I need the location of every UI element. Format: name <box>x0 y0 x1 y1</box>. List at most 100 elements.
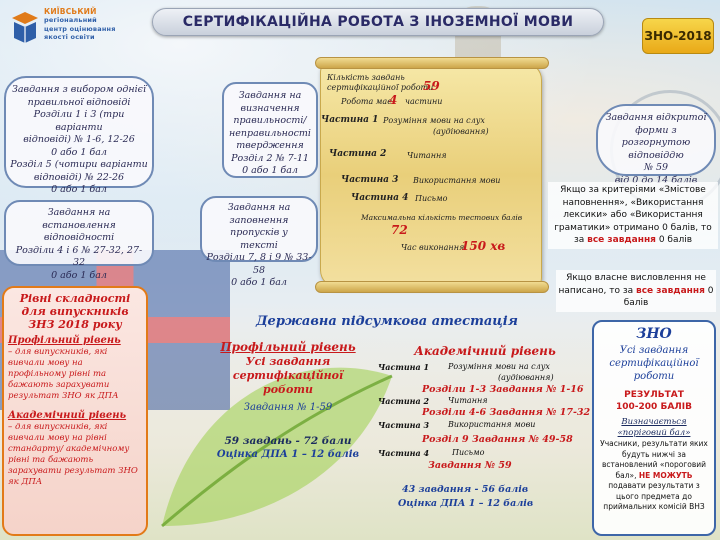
callout-line: Завдання на встановлення <box>42 207 116 231</box>
callout-line: Розділ 2 № 7-11 <box>231 152 309 164</box>
callout-line: відповіддю <box>628 149 684 161</box>
academic-sections-3: Розділ 9 Завдання № 49-58 <box>422 434 573 445</box>
callout-line: правильності/ <box>233 115 307 126</box>
part-1-sub: (аудіювання) <box>433 127 489 136</box>
zno-sub: сертифікаційної роботи <box>609 358 699 382</box>
part-1-desc: Розуміння мови на слух <box>383 116 485 125</box>
tasks-label: Кількість завдань <box>327 73 405 82</box>
part-4-desc: Письмо <box>415 194 448 203</box>
max-score-label: Максимальна кількість тестових балів <box>361 213 523 222</box>
zno-note-highlight: НЕ МОЖУТЬ <box>638 470 693 480</box>
not-written-note-score: 0 балів <box>623 285 714 309</box>
callout-line: визначення <box>240 102 300 114</box>
callout-line: 0 або 1 бал <box>242 165 298 176</box>
callout-line: відповіді) № 22-26 <box>33 171 125 183</box>
part-3-label: Частина 3 <box>341 175 399 185</box>
callout-line: заповнення пропусків у <box>229 214 289 239</box>
academic-sections-1: Розділи 1-3 Завдання № 1-16 <box>422 384 584 395</box>
dpa-profile-column: Профільний рівень Усі завдання сертифіка… <box>208 340 368 461</box>
leaf-decoration-icon <box>161 367 393 528</box>
logo-line: КИЇВСЬКИЙ <box>44 7 97 16</box>
scroll-roll-bottom <box>315 281 549 293</box>
callout-true-false: Завдання на визначення правильності/ неп… <box>222 82 318 178</box>
academic-sections-2: Розділи 4-6 Завдання № 17-32 <box>422 407 591 418</box>
zno-note-text-2: подавати результати з цього предмета до … <box>603 481 705 511</box>
zno-threshold: «поріговий бал» <box>617 428 691 438</box>
dpa-academic-heading: Академічний рівень <box>414 344 556 358</box>
academic-part-4-desc: Письмо <box>452 448 485 457</box>
callout-line: 0 або 1 бал <box>51 184 107 195</box>
max-score-value: 72 <box>391 223 408 237</box>
part-4-label: Частина 4 <box>351 193 409 203</box>
tasks-label-2: сертифікаційної роботи <box>327 83 434 92</box>
dpa-profile-score: 59 завдань - 72 бали <box>224 435 352 447</box>
logo-line: центр оцінювання <box>44 24 116 33</box>
logo-line: якості освіти <box>44 33 95 42</box>
zno-note: Учасники, результати яких будуть нижчі з… <box>597 439 711 513</box>
callout-line: Розділи 4 і 6 № 27-32, 27-32 <box>15 244 143 269</box>
levels-title: ЗНЗ 2018 року <box>28 318 122 331</box>
part-2-label: Частина 2 <box>329 149 387 159</box>
dpa-profile-heading: Профільний рівень <box>220 340 356 354</box>
criteria-note-text: Якщо за критеріями «Змістове наповнення»… <box>554 185 706 233</box>
academic-part-1-label: Частина 1 <box>378 362 430 372</box>
book-logo-icon <box>12 12 38 43</box>
callout-line: 0 або 1 бал <box>51 146 107 158</box>
zno-badge: ЗНО-2018 <box>642 18 714 54</box>
academic-part-1-desc: Розуміння мови на слух <box>448 362 550 371</box>
callout-gap-fill: Завдання на заповнення пропусків у текст… <box>200 196 318 288</box>
part-2-desc: Читання <box>407 151 447 160</box>
zno-sub: Усі завдання <box>619 345 689 356</box>
callout-line: № 59 <box>643 162 669 173</box>
profile-level-heading: Профільний рівень <box>8 335 121 346</box>
callout-multiple-choice: Завдання з вибором однієї правильної від… <box>4 76 154 195</box>
callout-line: відповіді) № 1-6, 12-26 <box>23 134 135 145</box>
tasks-count: 59 <box>423 79 440 93</box>
academic-task-4: Завдання № 59 <box>428 460 512 471</box>
parts-prefix: Робота має <box>341 97 392 106</box>
criteria-note-highlight: все завдання <box>587 235 656 245</box>
logo-line: регіональний <box>44 16 97 25</box>
zno-box: ЗНО Усі завдання сертифікаційної роботи … <box>592 320 716 536</box>
levels-title: для випускників <box>21 305 129 318</box>
academic-part-2-label: Частина 2 <box>378 396 430 406</box>
callout-matching: Завдання на встановлення відповідності Р… <box>4 200 154 281</box>
dpa-profile-sub: сертифікаційної роботи <box>232 369 344 396</box>
callout-line: Завдання на <box>238 90 302 101</box>
part-3-desc: Використання мови <box>413 176 501 185</box>
callout-line: від 0 до 14 балів <box>614 174 698 186</box>
callout-line: Розділи 7, 8 і 9 № 33-58 <box>206 252 312 276</box>
academic-score: 43 завдання - 56 балів <box>402 484 529 495</box>
difficulty-levels-box: Рівні складності для випускників ЗНЗ 201… <box>2 286 148 536</box>
academic-part-2-desc: Читання <box>448 396 488 405</box>
academic-part-1-sub: (аудіювання) <box>498 373 554 382</box>
callout-line: форми з розгорнутою <box>621 124 691 149</box>
zno-result: РЕЗУЛЬТАТ <box>624 390 684 400</box>
dpa-profile-grade: Оцінка ДПА 1 – 12 балів <box>216 449 360 460</box>
academic-part-4-label: Частина 4 <box>378 448 430 458</box>
academic-level-heading: Академічний рівень <box>8 410 127 421</box>
not-written-note-text: Якщо власне висловлення не написано, то … <box>558 273 706 296</box>
callout-line: Завдання з вибором однієї <box>11 84 147 95</box>
callout-line: 0 або 1 бал <box>51 269 107 281</box>
callout-open-answer: Завдання відкритої форми з розгорнутою в… <box>596 104 716 186</box>
zno-badge-text: ЗНО-2018 <box>644 29 712 43</box>
zno-note-text: Учасники, результати яких будуть нижчі з… <box>600 439 708 480</box>
callout-line: 0 або 1 бал <box>231 277 287 288</box>
time-value: 150 хв <box>461 239 506 253</box>
parts-suffix: частини <box>405 97 443 106</box>
academic-part-3-label: Частина 3 <box>378 420 430 430</box>
zno-result-range: 100-200 БАЛІВ <box>616 402 692 412</box>
callout-line: Розділ 5 (чотири варіанти <box>10 159 148 170</box>
dpa-profile-sub: Усі завдання <box>245 355 331 368</box>
part-1-label: Частина 1 <box>321 115 379 125</box>
callout-line: Завдання відкритої <box>605 112 707 123</box>
criteria-note-score: 0 балів <box>658 235 693 245</box>
time-label: Час виконання <box>401 243 465 252</box>
not-written-note: Якщо власне висловлення не написано, то … <box>556 270 716 312</box>
zno-heading: ЗНО <box>636 326 672 342</box>
dpa-academic-column: Академічний рівень Частина 1 Розуміння м… <box>378 344 592 524</box>
levels-title: Рівні складності <box>19 292 131 305</box>
academic-part-3-desc: Використання мови <box>448 420 536 429</box>
exam-structure-scroll: Кількість завдань сертифікаційної роботи… <box>315 57 549 293</box>
